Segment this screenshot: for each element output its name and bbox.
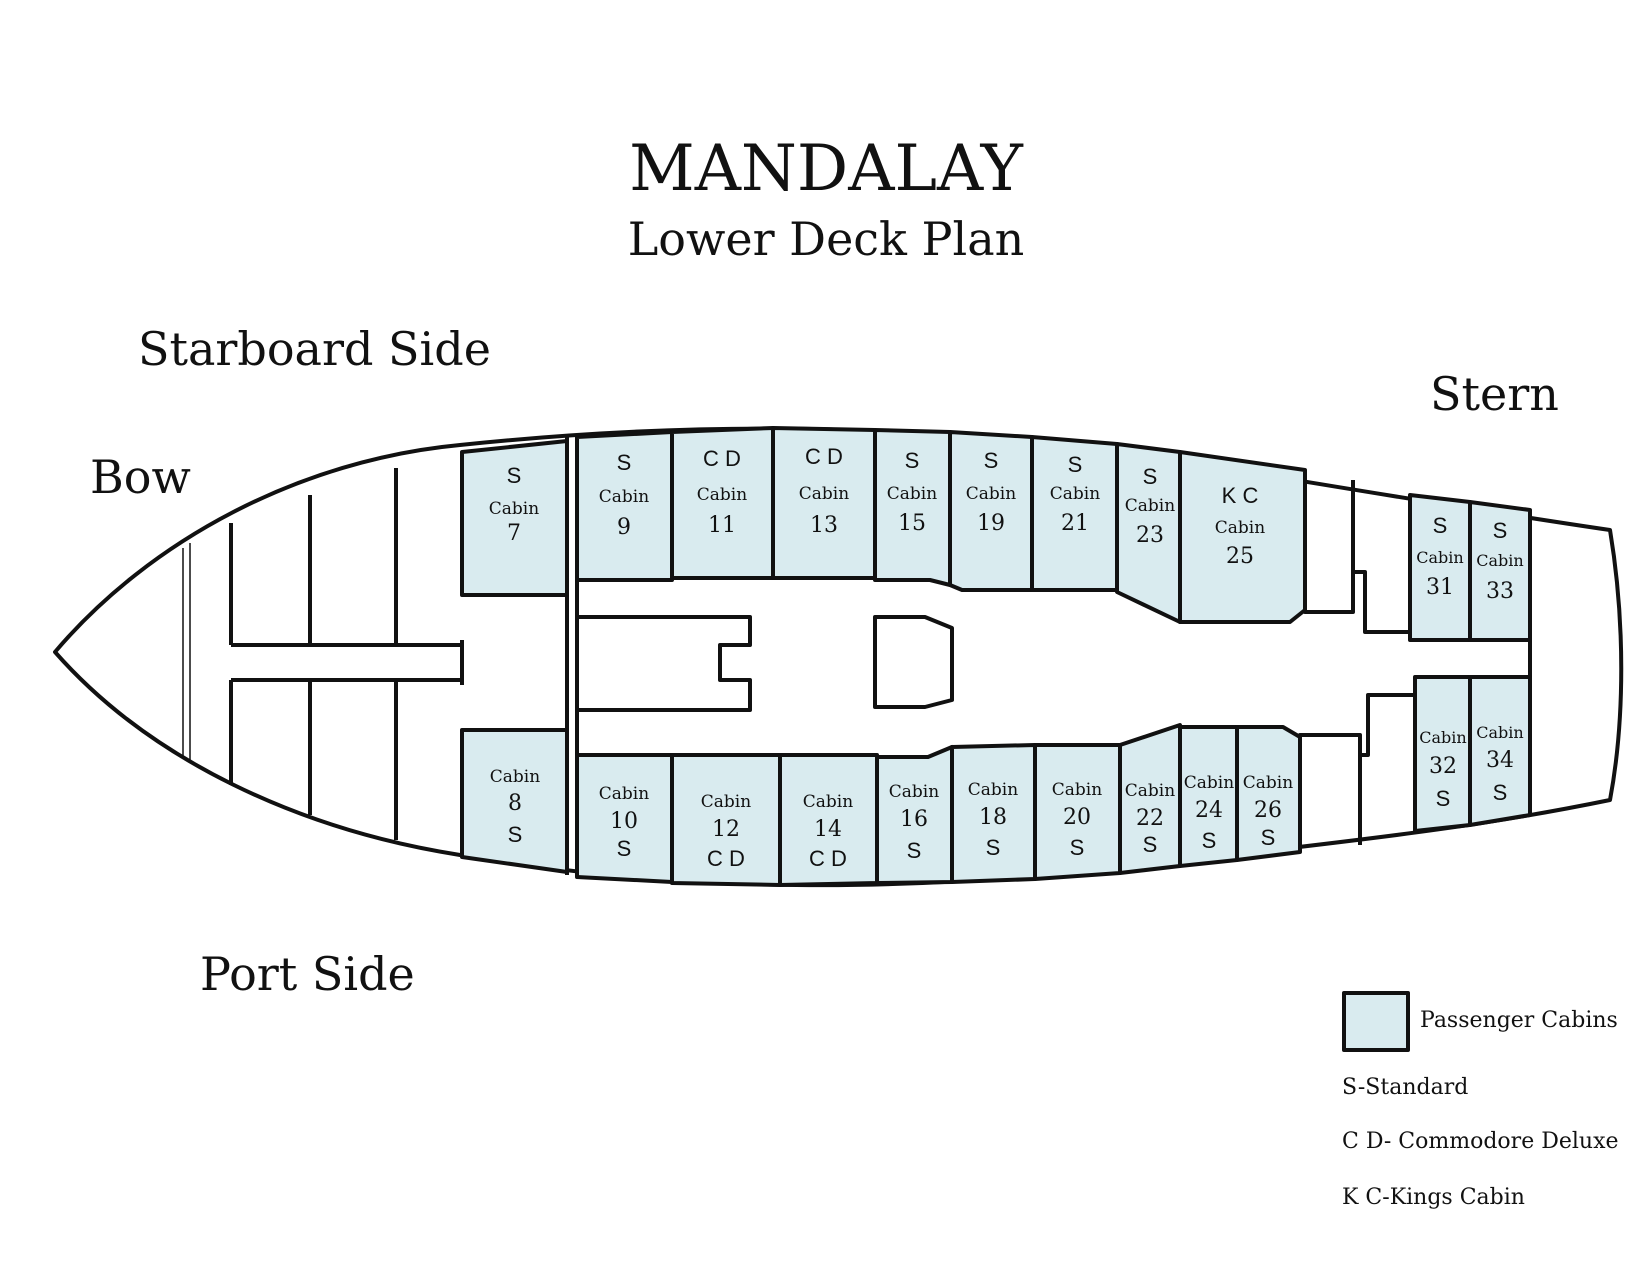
starboard-cabin-labels: S Cabin 7 S Cabin 9 C D Cabin 11 C D Cab… <box>489 444 1524 604</box>
cabin-number: 18 <box>979 805 1007 830</box>
cabin-25 <box>1178 450 1307 624</box>
legend-passenger-cabins: Passenger Cabins <box>1420 1008 1618 1033</box>
cabin-type: C D <box>809 846 847 871</box>
cabin-type: S <box>508 822 523 847</box>
cabin-word: Cabin <box>1476 723 1523 742</box>
cabin-type: K C <box>1222 483 1259 508</box>
cabin-number: 20 <box>1063 805 1091 830</box>
cabin-number: 23 <box>1136 523 1164 548</box>
cabin-number: 33 <box>1486 579 1514 604</box>
cabin-type: C D <box>805 444 843 469</box>
cabin-word: Cabin <box>599 784 649 804</box>
cabin-type: S <box>1143 832 1158 857</box>
cabin-type: S <box>907 838 922 863</box>
cabin-word: Cabin <box>697 485 747 505</box>
cabin-word: Cabin <box>1476 551 1523 570</box>
port-cabins <box>460 675 1532 887</box>
cabin-number: 10 <box>610 809 638 834</box>
cabin-word: Cabin <box>968 780 1018 800</box>
cabin-type: S <box>1068 452 1083 477</box>
bow-label: Bow <box>90 450 191 504</box>
cabin-word: Cabin <box>1052 780 1102 800</box>
cabin-number: 12 <box>712 817 740 842</box>
cabin-26 <box>1235 725 1302 862</box>
cabin-word: Cabin <box>1184 773 1234 793</box>
cabin-34 <box>1468 675 1532 827</box>
cabin-number: 16 <box>900 807 928 832</box>
cabin-word: Cabin <box>966 484 1016 504</box>
cabin-type: C D <box>707 846 745 871</box>
cabin-number: 9 <box>617 515 631 540</box>
starboard-side-label: Starboard Side <box>138 322 491 376</box>
cabin-word: Cabin <box>803 792 853 812</box>
legend-commodore-deluxe: C D- Commodore Deluxe <box>1342 1129 1619 1154</box>
cabin-type: S <box>507 463 522 488</box>
cabin-type: C D <box>703 446 741 471</box>
cabin-15 <box>873 428 952 587</box>
cabin-type: S <box>986 835 1001 860</box>
legend-swatch <box>1342 991 1410 1052</box>
cabin-word: Cabin <box>490 767 540 787</box>
cabin-type: S <box>984 448 999 473</box>
cabin-number: 26 <box>1254 798 1282 823</box>
cabin-word: Cabin <box>1050 484 1100 504</box>
cabin-type: S <box>1202 828 1217 853</box>
cabin-number: 25 <box>1226 544 1254 569</box>
cabin-word: Cabin <box>1125 496 1175 516</box>
cabin-number: 21 <box>1061 511 1089 536</box>
cabin-number: 14 <box>814 817 842 842</box>
cabin-word: Cabin <box>599 487 649 507</box>
cabin-number: 7 <box>507 521 521 546</box>
cabin-type: S <box>1493 780 1508 805</box>
cabin-number: 31 <box>1426 575 1454 600</box>
cabin-word: Cabin <box>1215 518 1265 538</box>
cabin-number: 22 <box>1136 806 1164 831</box>
cabin-word: Cabin <box>799 484 849 504</box>
cabin-number: 19 <box>977 511 1005 536</box>
cabin-number: 32 <box>1429 754 1457 779</box>
port-cabin-labels: Cabin 8 S Cabin 10 S Cabin 12 C D Cabin … <box>490 723 1524 871</box>
cabin-19 <box>948 430 1034 592</box>
stairwell <box>578 615 752 712</box>
cabin-number: 13 <box>810 513 838 538</box>
forward-rooms <box>229 468 464 840</box>
cabin-type: S <box>1493 518 1508 543</box>
cabin-word: Cabin <box>701 792 751 812</box>
cabin-type: S <box>1143 464 1158 489</box>
cabin-33 <box>1468 500 1532 642</box>
port-side-label: Port Side <box>200 947 415 1001</box>
cabin-word: Cabin <box>1419 728 1466 747</box>
central-fixture <box>873 615 954 709</box>
cabin-7 <box>460 439 569 597</box>
cabin-number: 15 <box>898 511 926 536</box>
cabin-8 <box>460 728 569 874</box>
cabin-type: S <box>1070 835 1085 860</box>
cabin-type: S <box>905 448 920 473</box>
cabin-type: S <box>1436 786 1451 811</box>
starboard-cabins <box>460 426 1532 642</box>
cabin-word: Cabin <box>1125 781 1175 801</box>
cabin-word: Cabin <box>889 782 939 802</box>
cabin-word: Cabin <box>1416 548 1463 567</box>
cabin-word: Cabin <box>1243 773 1293 793</box>
cabin-number: 11 <box>708 513 736 538</box>
cabin-number: 24 <box>1195 798 1223 823</box>
page-subtitle: Lower Deck Plan <box>628 212 1025 266</box>
cabin-type: S <box>1261 825 1276 850</box>
cabin-number: 34 <box>1486 748 1514 773</box>
page-title: MANDALAY <box>629 132 1023 206</box>
cabin-type: S <box>1433 513 1448 538</box>
legend-standard: S-Standard <box>1342 1075 1468 1100</box>
cabin-type: S <box>617 836 632 861</box>
cabin-number: 8 <box>508 791 522 816</box>
cabin-word: Cabin <box>887 484 937 504</box>
legend: Passenger Cabins S-Standard C D- Commodo… <box>1342 991 1619 1210</box>
cabin-type: S <box>617 450 632 475</box>
stern-label: Stern <box>1430 367 1559 421</box>
legend-kings-cabin: K C-Kings Cabin <box>1342 1185 1525 1210</box>
cabin-word: Cabin <box>489 499 539 519</box>
